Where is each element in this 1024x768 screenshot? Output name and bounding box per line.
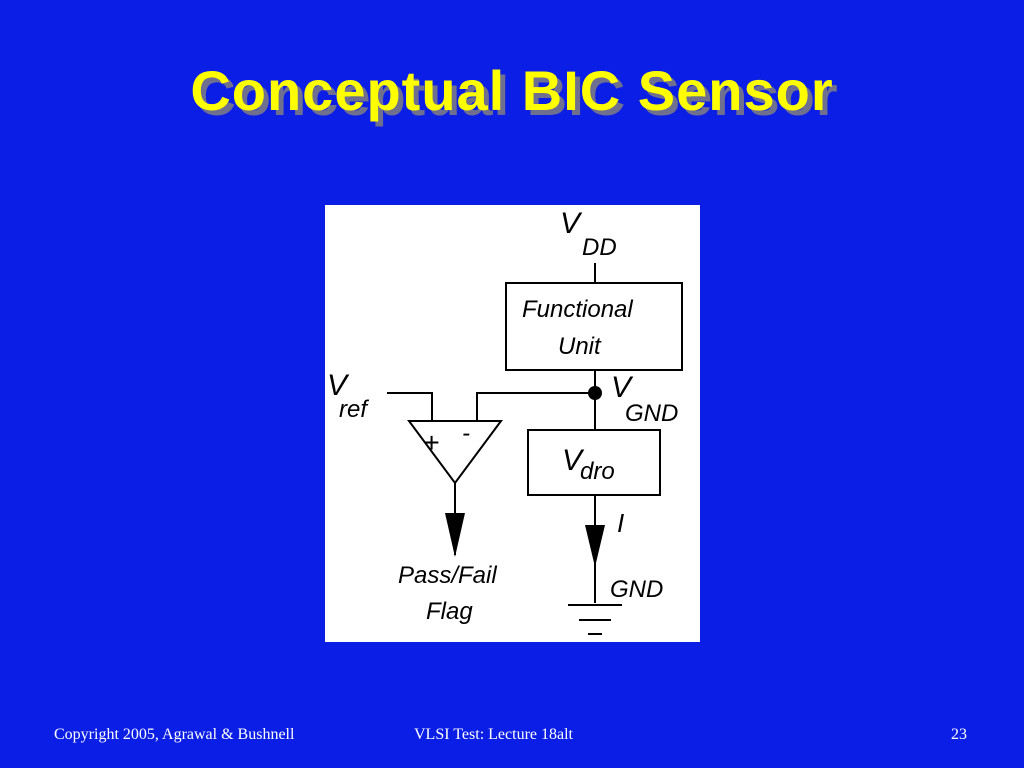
vgnd-label-v: V xyxy=(611,371,634,404)
output-arrow-icon xyxy=(445,513,465,557)
footer-lecture: VLSI Test: Lecture 18alt xyxy=(414,726,573,743)
vdd-label-sub: DD xyxy=(582,234,617,261)
title-container: Conceptual BIC Sensor xyxy=(0,58,1024,123)
footer-copyright: Copyright 2005, Agrawal & Bushnell xyxy=(54,726,295,743)
functional-unit-label-line1: Functional xyxy=(522,296,633,323)
ground-label: GND xyxy=(610,576,663,603)
vref-wire xyxy=(387,392,433,421)
vref-label-sub: ref xyxy=(339,396,369,423)
minus-input-wire xyxy=(476,392,595,421)
vdd-label-v: V xyxy=(560,207,583,240)
vdro-label-sub: dro xyxy=(580,458,615,485)
output-label-line1: Pass/Fail xyxy=(398,562,497,589)
ground-symbol-icon xyxy=(568,604,622,635)
current-label: I xyxy=(617,508,624,538)
vdro-label-v: V xyxy=(562,444,585,477)
vref-label-v: V xyxy=(327,369,350,402)
vgnd-label-sub: GND xyxy=(625,400,678,427)
slide-title: Conceptual BIC Sensor xyxy=(190,59,834,122)
comparator-triangle xyxy=(407,420,503,485)
circuit-diagram: V DD Functional Unit V GND V ref + xyxy=(325,205,700,642)
circuit-diagram-svg: V DD Functional Unit V GND V ref + xyxy=(327,207,683,635)
functional-unit-label-line2: Unit xyxy=(558,333,602,360)
comparator-minus: - xyxy=(462,420,470,447)
footer-page-number: 23 xyxy=(951,726,967,743)
comparator-plus: + xyxy=(423,427,439,458)
current-arrow-icon xyxy=(585,525,605,567)
output-label-line2: Flag xyxy=(426,598,473,625)
